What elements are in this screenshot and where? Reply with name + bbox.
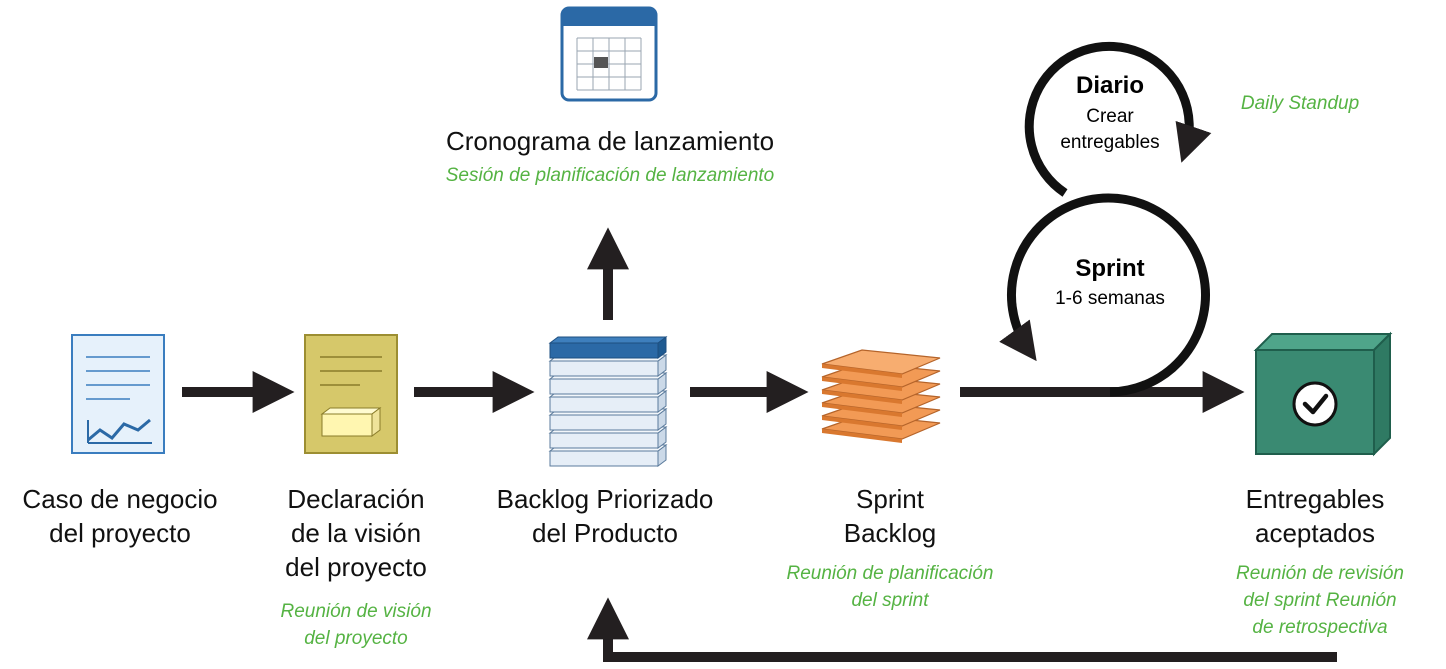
accepted-deliverables-box-icon	[1253, 331, 1393, 457]
daily-standup-meeting: Daily Standup	[1240, 93, 1360, 114]
sprint-backlog-layer-edge	[822, 429, 902, 443]
vision-label: Declaración de la visión del proyecto	[285, 484, 427, 582]
sprint-backlog-layer-edge	[822, 377, 902, 391]
product-backlog-stack-icon	[548, 336, 668, 467]
sprint-backlog-layer	[821, 349, 941, 375]
sprint-backlog-layer-edge	[822, 364, 902, 378]
arrow-feedback-loop	[587, 597, 1337, 662]
sprint-backlog-label: Sprint Backlog	[843, 484, 937, 548]
sprint-duration: 1-6 semanas	[1055, 288, 1165, 309]
backlog-layer	[549, 450, 659, 467]
sprint-backlog-stack-icon	[821, 349, 941, 443]
sprint-backlog-layer-edge	[822, 390, 902, 404]
sprint-backlog-layer-edge	[822, 403, 902, 417]
sprint-title: Sprint	[1075, 255, 1145, 282]
vision-meeting: Reunión de visión del proyecto	[280, 601, 432, 649]
business-case-label: Caso de negocio del proyecto	[22, 484, 218, 548]
daily-loop-arrow	[1024, 41, 1212, 197]
sprint-loop-arrow	[999, 193, 1210, 397]
sprint-backlog-layer-edge	[822, 416, 902, 430]
vision-document-icon	[304, 334, 398, 454]
sprint-planning-meeting: Reunión de planificación del sprint	[786, 563, 994, 611]
backlog-layer	[549, 432, 659, 449]
backlog-layer	[549, 414, 659, 431]
release-calendar-icon	[560, 6, 658, 102]
backlog-layer	[549, 378, 659, 395]
daily-text: Crear entregables	[1060, 106, 1160, 153]
product-backlog-label: Backlog Priorizado del Producto	[496, 484, 714, 548]
backlog-layer	[549, 396, 659, 413]
backlog-layer	[549, 342, 659, 359]
backlog-layer-top	[548, 336, 668, 344]
business-case-document-icon	[71, 334, 165, 454]
backlog-layer	[549, 360, 659, 377]
review-retrospective-meeting: Reunión de revisión del sprint Reunión d…	[1236, 563, 1404, 638]
release-schedule-title: Cronograma de lanzamiento	[445, 126, 775, 156]
daily-title: Diario	[1075, 72, 1144, 99]
release-planning-meeting: Sesión de planificación de lanzamiento	[445, 165, 775, 186]
accepted-deliverables-label: Entregables aceptados	[1245, 484, 1385, 548]
